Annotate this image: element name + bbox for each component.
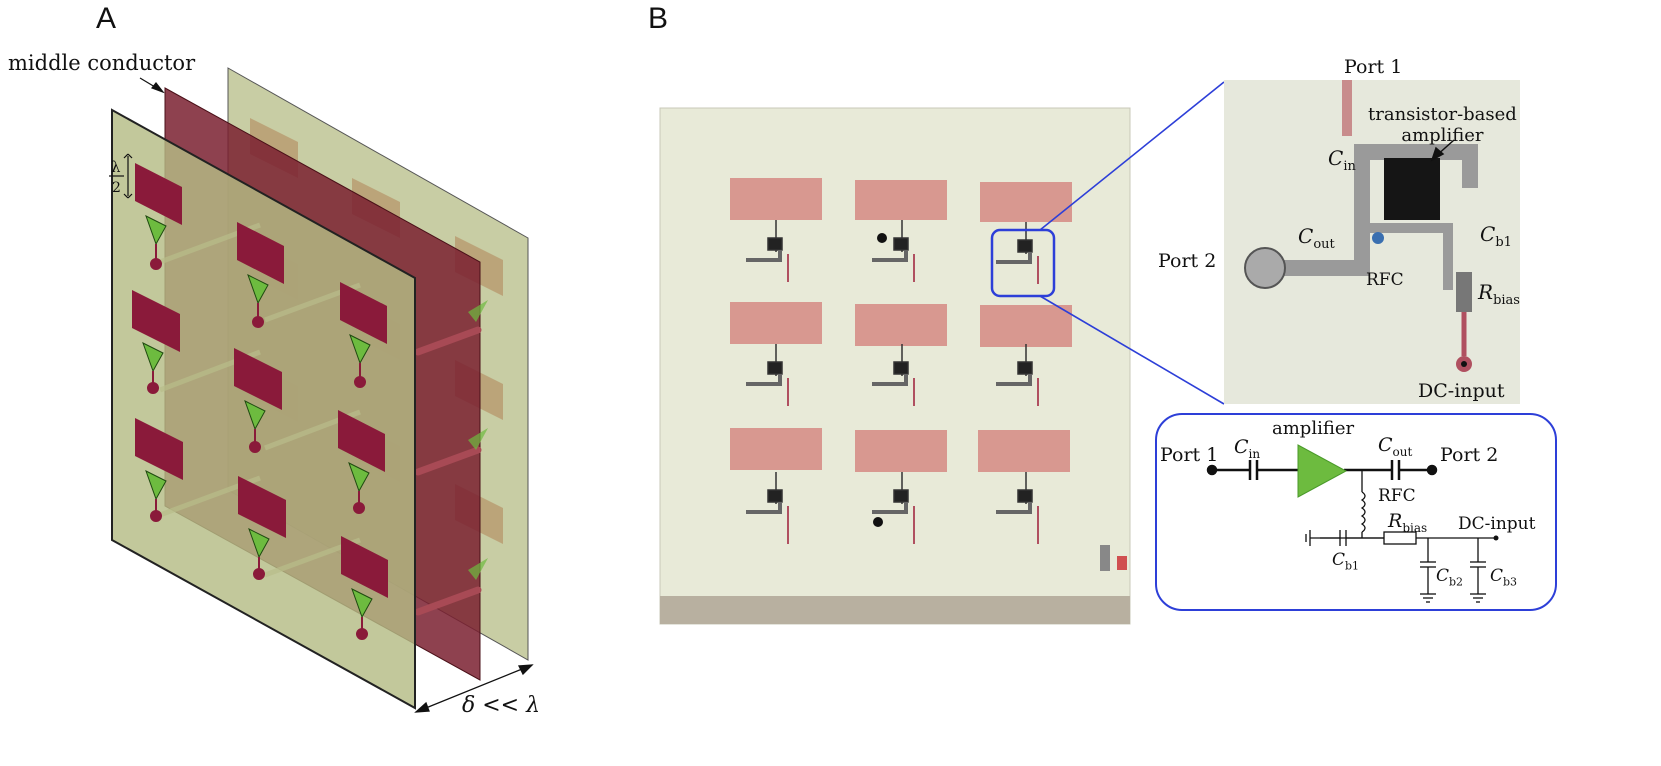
photo-cb1-label: Cb1 <box>1480 222 1512 250</box>
board-shadow <box>660 596 1130 624</box>
photo-cout-sub: out <box>1313 237 1335 252</box>
schematic-cb2-label: Cb2 <box>1436 566 1463 588</box>
photo-cin-label: Cin <box>1328 146 1356 174</box>
feed-rods <box>414 326 482 616</box>
photo-port1-label: Port 1 <box>1344 56 1403 78</box>
schematic-cb2-sub: b2 <box>1449 575 1464 589</box>
schematic-cb3-label: Cb3 <box>1490 566 1517 588</box>
schematic-rbias-label: Rbias <box>1388 510 1427 535</box>
schematic-amp-triangle <box>1297 444 1348 498</box>
photo-port2-label: Port 2 <box>1158 250 1217 272</box>
board-tag <box>1117 556 1127 570</box>
pcb-board <box>659 107 1131 625</box>
middle-conductor-arrow <box>139 77 165 94</box>
photo-cin-sym: C <box>1328 146 1344 170</box>
photo-amp-label-line1: transistor-based <box>1368 104 1517 125</box>
photo-cout-sym: C <box>1298 224 1314 248</box>
spacing-dimension <box>414 664 534 713</box>
photo-cout-label: Cout <box>1298 224 1335 252</box>
schematic-cout-label: Cout <box>1378 434 1412 459</box>
schematic-rbias-sym: R <box>1388 510 1403 532</box>
half-wavelength-den: 2 <box>112 180 121 196</box>
photo-rbias-label: Rbias <box>1478 280 1520 308</box>
half-wavelength-num: λ <box>111 158 121 176</box>
schematic-dc-input-label: DC-input <box>1458 514 1536 534</box>
middle-conductor-label: middle conductor <box>8 51 196 75</box>
front-panel <box>111 108 416 710</box>
photo-dc-input-label: DC-input <box>1418 380 1505 402</box>
panel-a-diagram: λ 2 middle conductor δ << λ <box>8 51 540 718</box>
schematic-cb1-sub: b1 <box>1345 559 1360 573</box>
schematic-cin-sub: in <box>1248 446 1261 461</box>
front-feeds <box>147 244 368 640</box>
board-connector <box>1100 545 1110 571</box>
schematic-amplifier-label: amplifier <box>1272 418 1355 439</box>
schematic-cb3-sym: C <box>1490 566 1504 586</box>
schematic-cb1-label: Cb1 <box>1332 550 1359 572</box>
photo-cb1-sub: b1 <box>1495 235 1512 250</box>
board-holes <box>873 233 887 527</box>
photo-cin-sub: in <box>1343 159 1356 174</box>
photo-rbias-sym: R <box>1478 280 1494 304</box>
schematic-port1-label: Port 1 <box>1160 444 1219 466</box>
photo-cb1-sym: C <box>1480 222 1496 246</box>
schematic-rfc-label: RFC <box>1378 486 1416 506</box>
board-circuits <box>746 220 1039 544</box>
half-wavelength-marker <box>109 153 133 199</box>
photo-amp-label-line2: amplifier <box>1401 125 1484 146</box>
schematic-rbias-sub: bias <box>1402 520 1428 535</box>
front-amplifiers <box>142 214 373 619</box>
photo-amp-label: transistor-based amplifier <box>1368 104 1517 146</box>
schematic-cb2-sym: C <box>1436 566 1450 586</box>
back-amplifiers <box>468 300 488 580</box>
schematic-cout-sub: out <box>1392 444 1413 459</box>
schematic-cb3-sub: b3 <box>1503 575 1518 589</box>
schematic-cb1-sym: C <box>1332 550 1346 570</box>
board-patches <box>730 178 1072 472</box>
spacing-label: δ << λ <box>462 693 540 718</box>
panel-b-label: B <box>648 2 669 35</box>
schematic-cout-sym: C <box>1378 434 1393 456</box>
photo-rbias-sub: bias <box>1493 293 1520 308</box>
photo-rfc-label: RFC <box>1366 270 1404 290</box>
panel-a-label: A <box>96 2 117 35</box>
zoom-box <box>990 228 1056 298</box>
front-patches <box>132 163 388 598</box>
schematic-cin-sym: C <box>1234 436 1249 458</box>
schematic-cin-label: Cin <box>1234 436 1260 461</box>
schematic-port2-label: Port 2 <box>1440 444 1499 466</box>
